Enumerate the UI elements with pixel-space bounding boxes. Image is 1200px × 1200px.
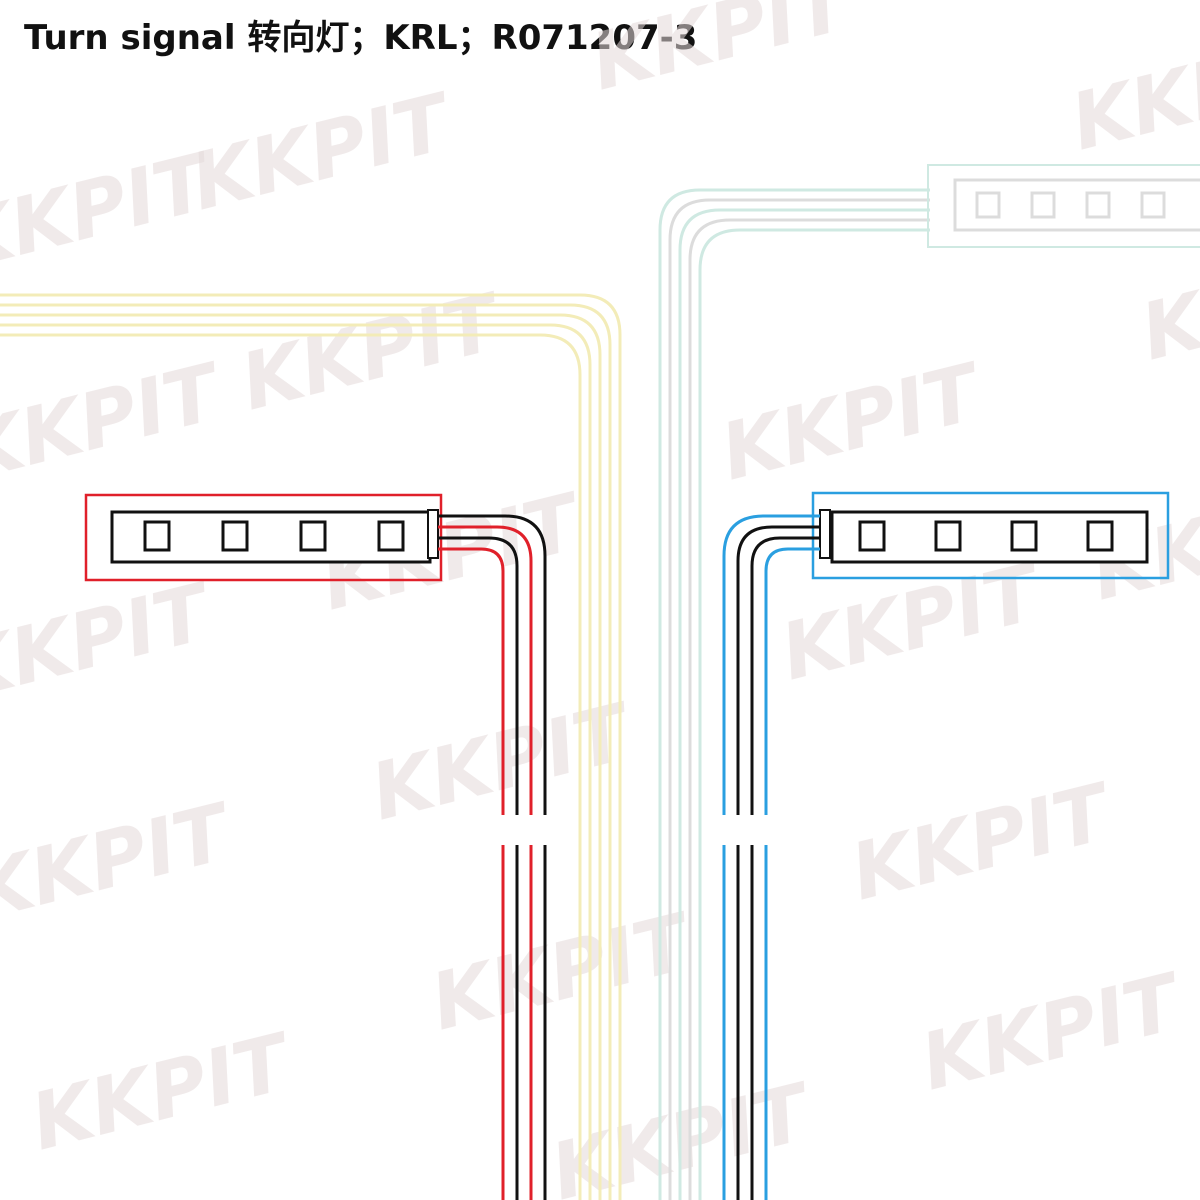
watermark-text: KKPIT xyxy=(1133,227,1200,379)
faded-module-frame xyxy=(927,164,1200,248)
watermark-text: KKPIT xyxy=(543,1067,823,1200)
left-led-module xyxy=(84,493,547,1200)
right-wire xyxy=(736,525,820,815)
watermark-text: KKPIT xyxy=(183,77,463,229)
page-title: Turn signal 转向灯；KRL；R071207-3 xyxy=(24,18,698,58)
left-connector xyxy=(427,509,439,559)
right-highlight-frame xyxy=(811,491,1170,580)
left-wire xyxy=(438,536,519,815)
right-wire xyxy=(722,514,820,815)
faded-led xyxy=(1140,191,1166,219)
led xyxy=(143,520,171,552)
led xyxy=(377,520,405,552)
faded-wire xyxy=(0,303,612,1200)
faded-wire xyxy=(0,333,582,1200)
watermark-text: KKPIT xyxy=(0,567,223,719)
right-wire xyxy=(750,536,820,815)
watermark-text: KKPIT xyxy=(843,767,1123,919)
right-connector xyxy=(819,509,831,559)
faded-wire xyxy=(0,293,622,1200)
watermark-text: KKPIT xyxy=(233,277,513,429)
watermark-text: KKPIT xyxy=(0,137,223,289)
left-wire xyxy=(438,525,533,815)
faded-led xyxy=(975,191,1001,219)
right-wire xyxy=(764,547,820,815)
led xyxy=(1086,520,1114,552)
led xyxy=(299,520,327,552)
watermark-text: KKPIT xyxy=(0,347,233,499)
watermark-text: KKPIT xyxy=(0,787,243,939)
faded-led-module xyxy=(927,164,1200,248)
faded-led xyxy=(1030,191,1056,219)
watermark-text: KKPIT xyxy=(913,957,1193,1109)
led xyxy=(934,520,962,552)
left-module-body xyxy=(110,510,432,564)
faded-wire xyxy=(678,208,930,1200)
watermark-text: KKPIT xyxy=(583,0,863,108)
led xyxy=(858,520,886,552)
watermark-text: KKPIT xyxy=(23,1017,303,1169)
left-wire xyxy=(438,547,505,815)
faded-led xyxy=(1085,191,1111,219)
faded-module-body xyxy=(953,178,1200,232)
faded-wire xyxy=(698,228,930,1200)
faded-wire xyxy=(688,218,930,1200)
watermark-text: KKPIT xyxy=(773,547,1053,699)
faded-wire xyxy=(668,198,930,1200)
faded-wire xyxy=(0,313,602,1200)
right-module-body xyxy=(830,510,1149,564)
watermark-text: KKPIT xyxy=(1063,17,1200,169)
led xyxy=(1010,520,1038,552)
left-wire xyxy=(438,514,547,815)
led xyxy=(221,520,249,552)
watermark-text: KKPIT xyxy=(713,347,993,499)
faded-wire-bundles xyxy=(0,188,930,1200)
faded-wire xyxy=(0,323,592,1200)
faded-wire xyxy=(658,188,930,1200)
right-led-module xyxy=(722,491,1170,1200)
